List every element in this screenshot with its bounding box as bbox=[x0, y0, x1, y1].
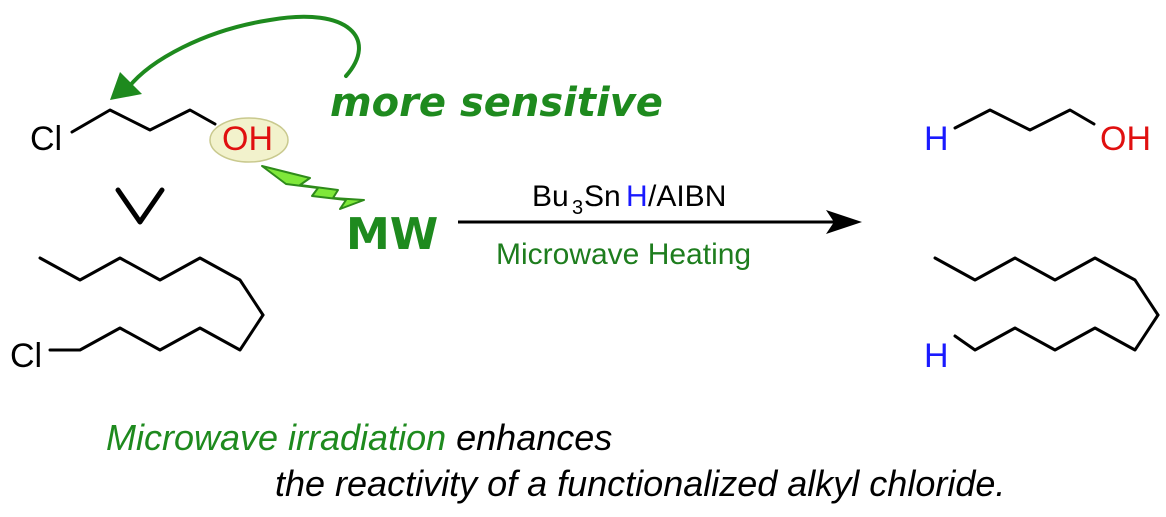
alkane-top-chain bbox=[933, 256, 1160, 317]
lightning-bolt-icon bbox=[261, 165, 365, 210]
caption-line-1: Microwave irradiation enhances bbox=[106, 417, 612, 458]
alkyl-chloride-top-chain bbox=[38, 256, 265, 317]
sensitivity-arrow bbox=[110, 14, 361, 100]
reaction-arrow bbox=[458, 210, 862, 234]
more-sensitive-label: more sensitive bbox=[330, 80, 663, 126]
arrow-head bbox=[826, 210, 862, 234]
less-reactive-symbol bbox=[115, 187, 165, 225]
condition-label: Microwave Heating bbox=[496, 238, 751, 271]
reagents-label: Bu 3 Sn H /AIBN bbox=[532, 180, 726, 219]
product-propanol: H OH bbox=[924, 108, 1151, 158]
chlorine-atom-2: Cl bbox=[10, 337, 42, 375]
propanol-chain bbox=[953, 108, 1096, 132]
hydroxyl-group: OH bbox=[222, 120, 273, 158]
reagent-bu: Bu bbox=[532, 180, 569, 213]
reagent-hydride: H bbox=[626, 180, 648, 213]
chloropropanol-chain bbox=[70, 108, 217, 134]
product-hydrogen-2: H bbox=[924, 337, 949, 375]
caption-highlight: Microwave irradiation bbox=[106, 417, 446, 458]
hydroxyl-highlight bbox=[209, 117, 289, 163]
reagent-sn: Sn bbox=[584, 180, 621, 213]
arrow-head-icon bbox=[110, 72, 142, 100]
product-hydroxyl: OH bbox=[1100, 120, 1151, 158]
reagent-subscript: 3 bbox=[572, 197, 583, 219]
chlorine-atom: Cl bbox=[30, 120, 62, 158]
product-hydrogen: H bbox=[924, 120, 949, 158]
caption-line-1-rest: enhances bbox=[446, 417, 612, 458]
reactant-chloropropanol: Cl OH bbox=[30, 108, 289, 163]
product-alkane: H bbox=[924, 256, 1160, 375]
reactant-alkyl-chloride: Cl bbox=[10, 256, 265, 375]
reagent-aibn: /AIBN bbox=[648, 180, 726, 213]
alkane-bottom-chain bbox=[953, 313, 1160, 352]
caption-line-2: the reactivity of a functionalized alkyl… bbox=[275, 463, 1005, 504]
curved-arrow-line bbox=[126, 14, 361, 90]
alkyl-chloride-bottom-chain bbox=[48, 313, 265, 352]
mw-label: MW bbox=[346, 209, 438, 260]
